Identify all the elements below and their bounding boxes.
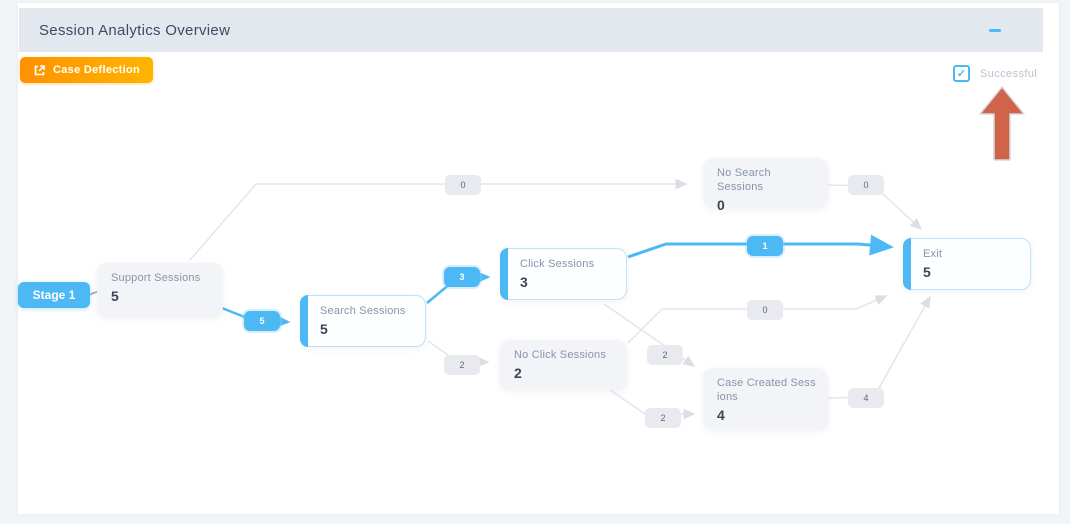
node-value: 4: [717, 406, 725, 423]
node-no-click-sessions[interactable]: No Click Sessions 2: [500, 340, 627, 390]
edge-case-created-exit: [827, 295, 931, 399]
node-value: 5: [923, 263, 931, 280]
node-value: 5: [320, 320, 328, 337]
node-label: Click Sessions: [520, 258, 595, 270]
edge-label-click-case-created: 2: [647, 345, 683, 365]
node-label: Case Created Sessions: [717, 377, 816, 403]
node-case-created-sessions[interactable]: Case Created Sessions 4: [703, 368, 828, 430]
node-value: 3: [520, 273, 528, 290]
node-label: Search Sessions: [320, 305, 406, 317]
edge-label-support-no-search: 0: [445, 175, 481, 195]
node-label: No Click Sessions: [514, 349, 607, 361]
edge-label-no-click-exit: 0: [747, 300, 783, 320]
edge-label-support-search: 5: [244, 311, 280, 331]
node-value: 0: [717, 196, 725, 213]
panel-header: Session Analytics Overview: [19, 8, 1043, 52]
page-title: Session Analytics Overview: [39, 21, 231, 39]
edge-label-case-created-exit: 4: [848, 388, 884, 408]
edge-label-no-click-case-created: 2: [645, 408, 681, 428]
successful-label: Successful: [980, 67, 1038, 80]
node-label: No Search Sessions: [717, 167, 771, 193]
edge-label-search-no-click: 2: [444, 355, 480, 375]
external-link-icon: [33, 64, 46, 77]
collapse-button[interactable]: [985, 20, 1005, 40]
case-deflection-button[interactable]: Case Deflection: [20, 57, 154, 83]
node-exit[interactable]: Exit 5: [903, 238, 1031, 290]
node-search-sessions[interactable]: Search Sessions 5: [300, 295, 426, 347]
node-click-sessions[interactable]: Click Sessions 3: [500, 248, 627, 300]
successful-checkbox[interactable]: ✓: [953, 65, 970, 82]
stage-badge: Stage 1: [18, 282, 90, 308]
edge-label-search-click: 3: [444, 267, 480, 287]
edge-label-no-search-exit: 0: [848, 175, 884, 195]
node-label: Exit: [923, 248, 943, 260]
successful-legend: ✓ Successful: [953, 65, 1037, 82]
node-label: Support Sessions: [111, 272, 201, 284]
node-value: 2: [514, 364, 522, 381]
edge-label-click-exit: 1: [747, 236, 783, 256]
minus-icon: [989, 28, 1001, 32]
edge-support-no-search: [189, 178, 688, 261]
up-arrow-graphic: [978, 84, 1026, 167]
node-value: 5: [111, 287, 119, 304]
node-no-search-sessions[interactable]: No Search Sessions 0: [703, 158, 828, 213]
case-deflection-label: Case Deflection: [53, 64, 141, 76]
node-support-sessions[interactable]: Support Sessions 5: [97, 263, 223, 317]
check-icon: ✓: [956, 68, 967, 80]
